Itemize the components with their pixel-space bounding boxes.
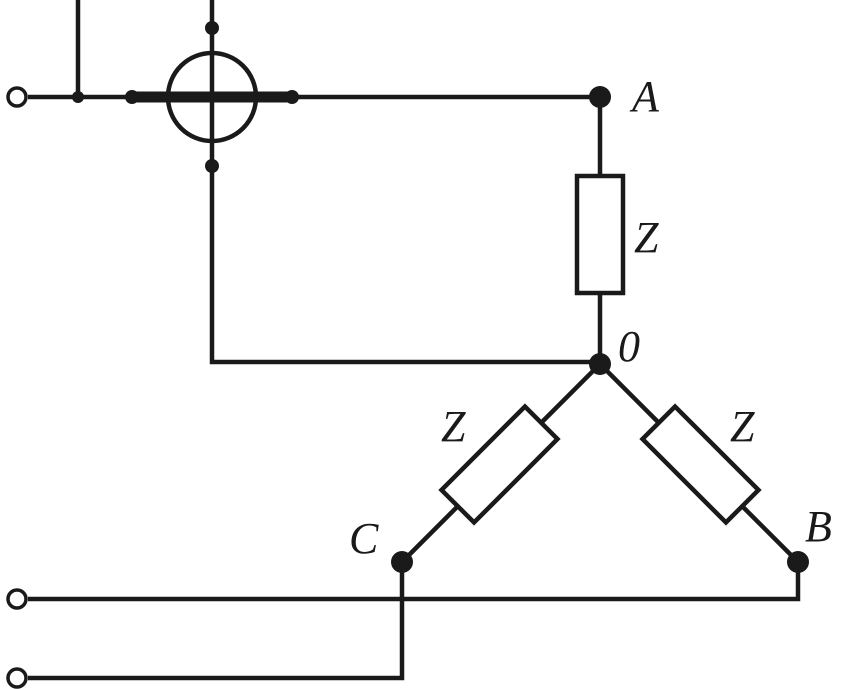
wire-neutral-to-zb (598, 362, 664, 428)
junction-dot (72, 91, 84, 103)
label-node-c: C (349, 514, 379, 563)
wattmeter-left-terminal-dot (125, 90, 139, 104)
label-node-a: A (629, 72, 660, 121)
wire-neutral-to-zc (536, 362, 602, 428)
wire-zc-to-node-c (400, 501, 463, 564)
node-c (391, 551, 413, 573)
wire-voltage-to-neutral (209, 166, 600, 365)
input-terminal-middle (6, 588, 28, 610)
input-terminal-bottom (6, 667, 28, 689)
wattmeter-right-terminal-dot (285, 90, 299, 104)
impedance-zb (639, 403, 762, 526)
wire-phase-b-line (28, 562, 801, 602)
label-impedance-zc: Z (441, 402, 466, 451)
wattmeter-bottom-terminal-dot (205, 159, 219, 173)
wire-phase-c-line (28, 562, 405, 681)
wire-zb-to-node-b (737, 501, 800, 564)
wire-voltage-loop (75, 0, 215, 97)
label-node-b: B (805, 502, 832, 551)
wattmeter-top-terminal-dot (205, 21, 219, 35)
node-neutral (589, 353, 611, 375)
node-a (589, 86, 611, 108)
label-node-neutral: 0 (618, 322, 640, 371)
impedance-za (574, 173, 626, 296)
label-impedance-za: Z (634, 213, 659, 262)
label-impedance-zb: Z (730, 402, 755, 451)
input-terminal-top (6, 86, 28, 108)
impedance-zc (438, 403, 561, 526)
node-b (787, 551, 809, 573)
